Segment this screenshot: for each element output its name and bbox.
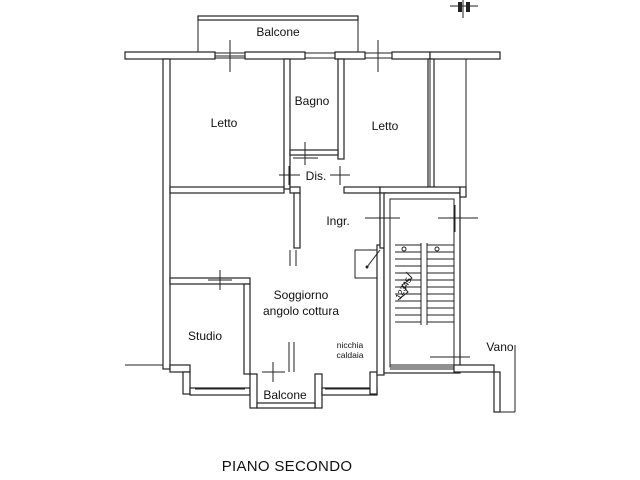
ingr-label: Ingr. xyxy=(326,214,349,228)
compass-icon xyxy=(450,0,478,18)
stairwell xyxy=(383,192,461,374)
door-markers xyxy=(208,40,478,382)
balcone-top-label: Balcone xyxy=(256,25,300,39)
studio-label: Studio xyxy=(188,329,222,343)
balcone-bottom-label: Balcone xyxy=(263,388,307,402)
balcone-top xyxy=(197,15,359,52)
interior-walls xyxy=(169,58,461,375)
soggiorno-label: Soggiorno xyxy=(274,288,329,302)
letto-left-label: Letto xyxy=(211,116,238,130)
bagno-label: Bagno xyxy=(295,94,330,108)
nicchia-label: nicchia xyxy=(337,340,364,350)
adjacent-walls xyxy=(429,59,516,413)
angolo-cottura-label: angolo cottura xyxy=(263,304,339,318)
outer-walls xyxy=(124,51,501,409)
dis-label: Dis. xyxy=(306,169,327,183)
letto-right-label: Letto xyxy=(372,119,399,133)
plan-caption: PIANO SECONDO xyxy=(222,458,353,475)
caldaia-label: caldaia xyxy=(337,350,364,360)
vano-label: Vano xyxy=(486,340,513,354)
